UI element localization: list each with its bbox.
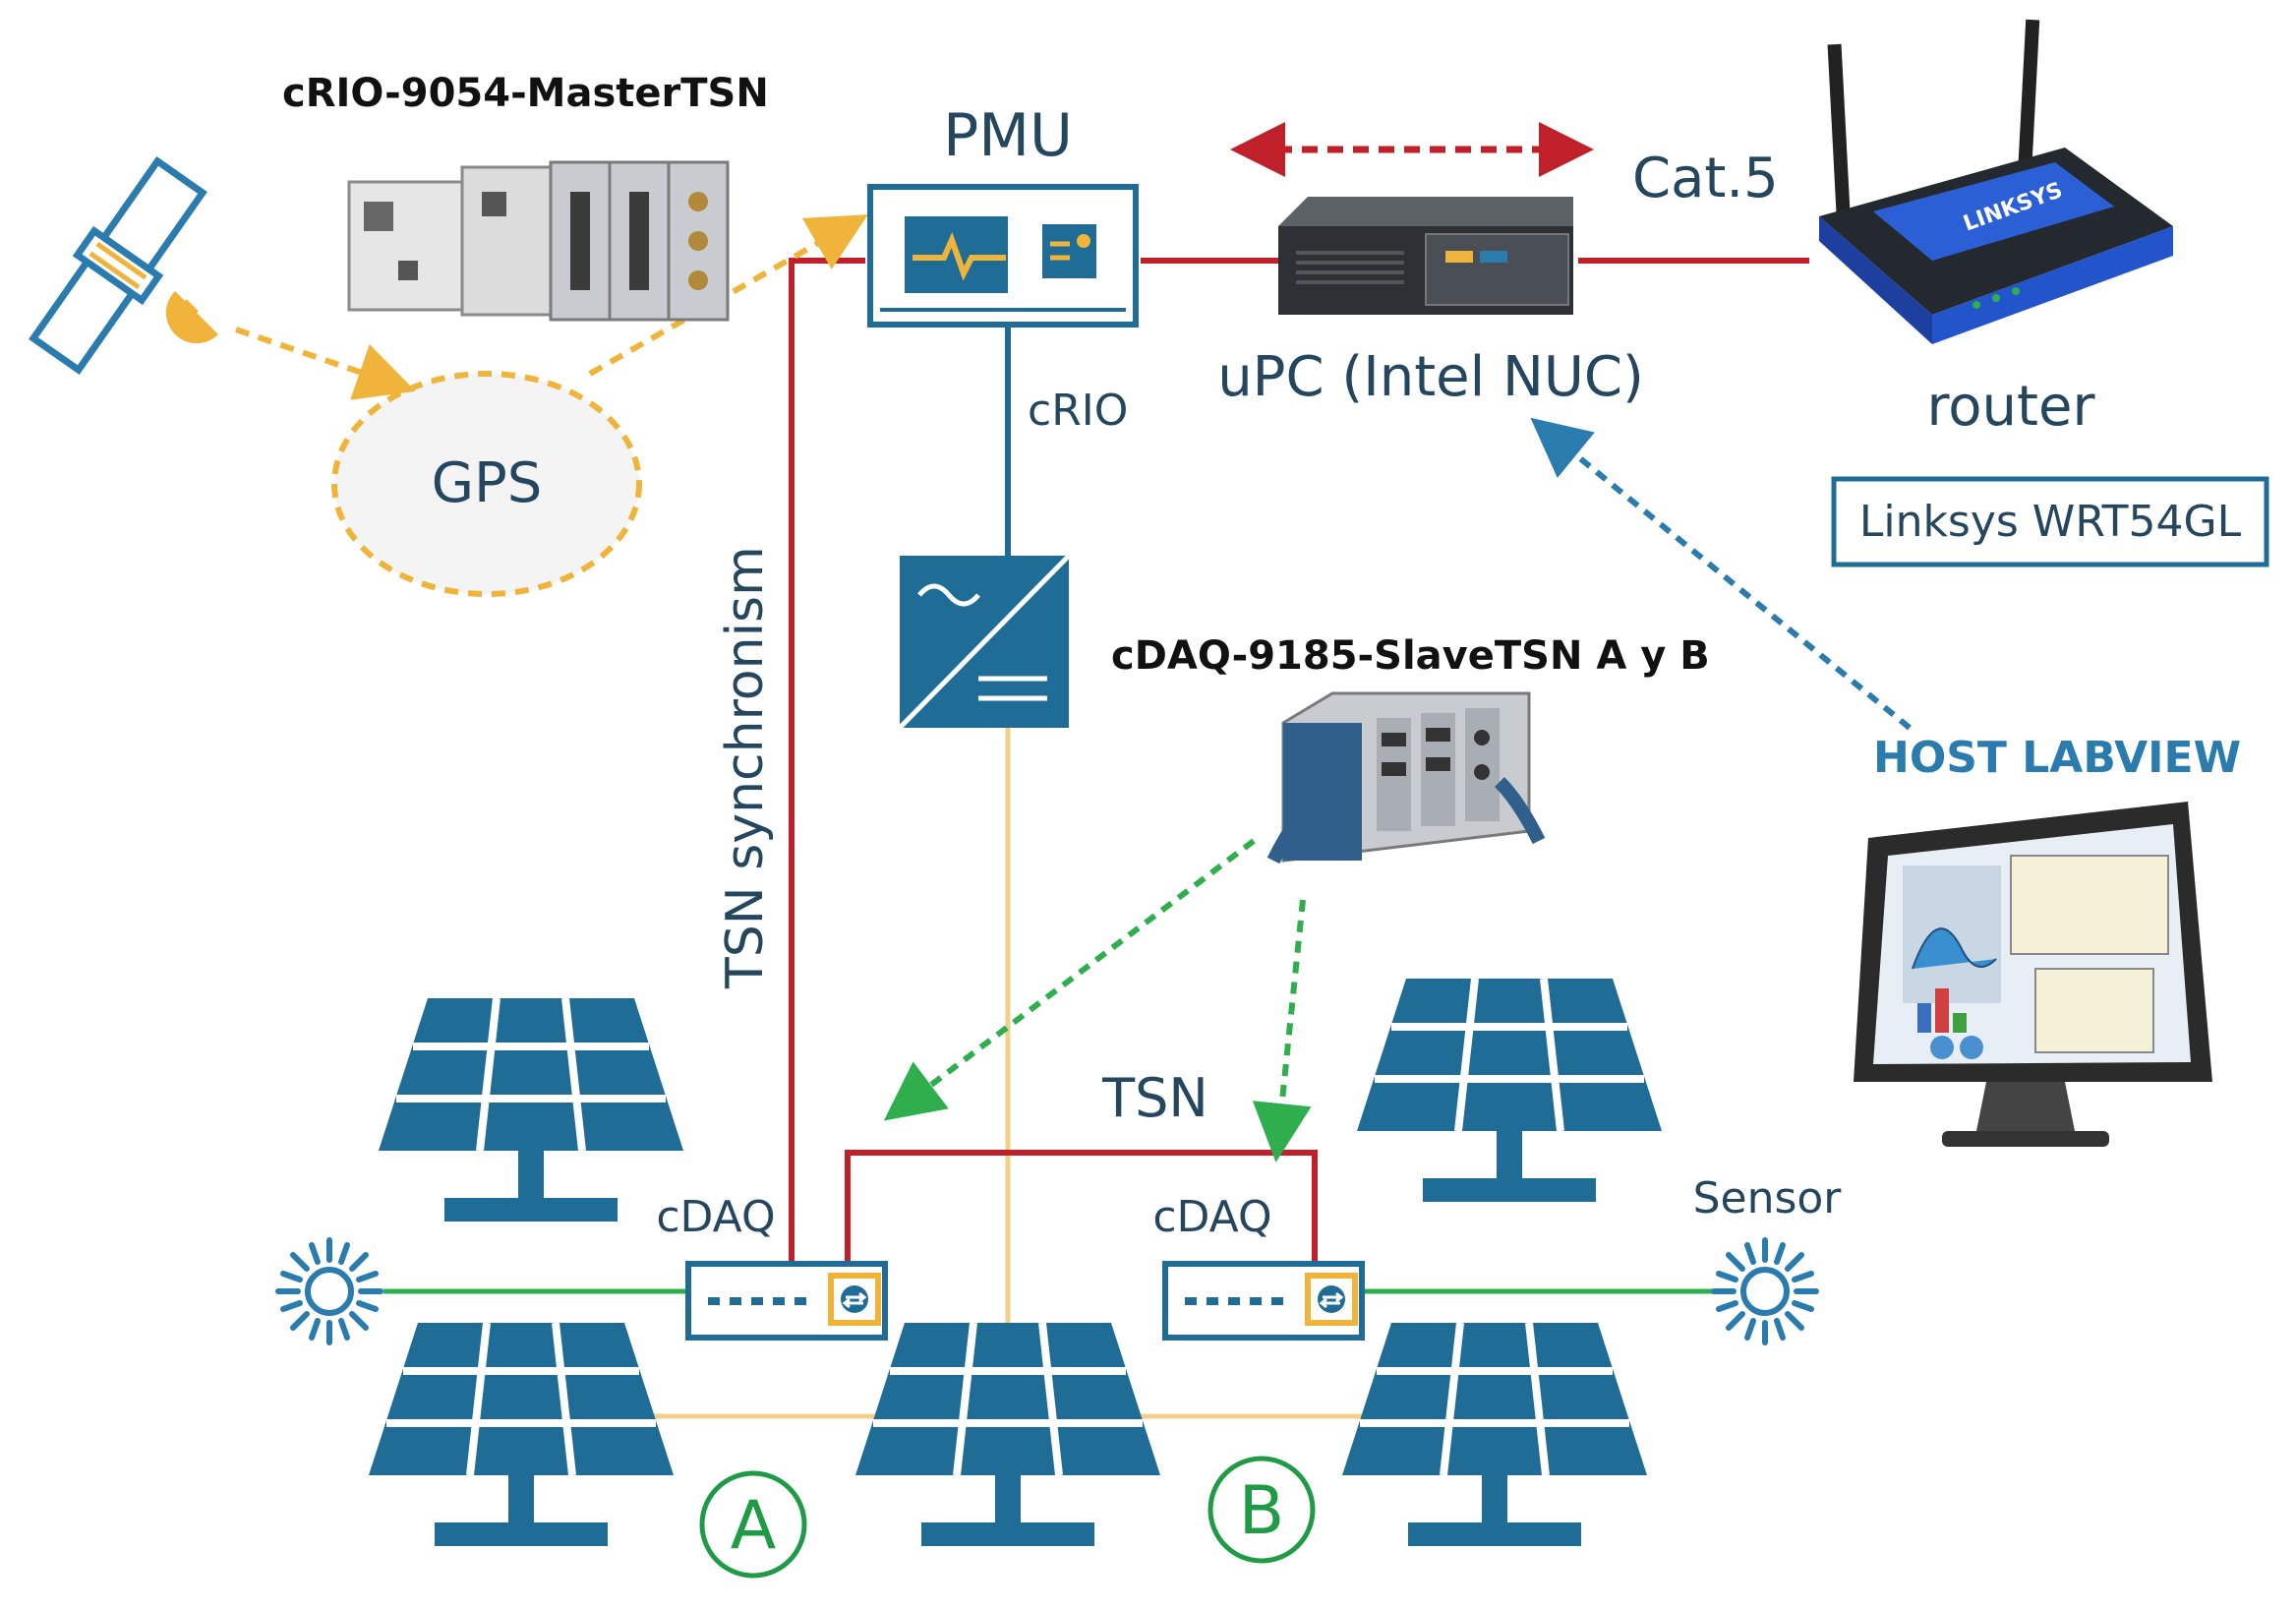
cdaq-slave-label: cDAQ-9185-SlaveTSN A y B: [1111, 633, 1710, 679]
gps-cloud: [331, 371, 642, 597]
sun-sensor-icon: [278, 1240, 381, 1342]
solar-panel-icon: [379, 998, 683, 1222]
tsn-synchronism-label: TSN synchronism: [716, 546, 775, 989]
inverter-icon: [898, 554, 1071, 730]
pmu-label: PMU: [943, 101, 1073, 170]
group-b-label: B: [1239, 1472, 1285, 1550]
crio-master-device: [347, 160, 730, 322]
upc-label: uPC (Intel NUC): [1217, 345, 1644, 409]
solar-panel-icon: [855, 1323, 1160, 1546]
host-arrow: [1530, 417, 1912, 731]
crio-master-label: cRIO-9054-MasterTSN: [282, 71, 769, 116]
solar-panel-icon: [1357, 979, 1662, 1202]
crio-label: cRIO: [1028, 386, 1128, 436]
solar-panel-icon: [369, 1323, 674, 1546]
tsn-label: TSN: [1101, 1067, 1208, 1129]
nuc-icon: [1278, 197, 1573, 315]
gps-label: GPS: [432, 451, 543, 515]
monitor-icon: [1854, 802, 2212, 1147]
router-icon: LINKSYS: [1819, 19, 2173, 344]
slave-arrow-a: [883, 838, 1256, 1121]
cdaq-left-label: cDAQ: [656, 1192, 775, 1242]
cdaq-module-a: [688, 1264, 885, 1338]
group-b-marker: B: [1207, 1456, 1316, 1564]
sensor-label: Sensor: [1693, 1173, 1843, 1223]
router-label: router: [1927, 375, 2096, 439]
dish-icon: [165, 291, 218, 344]
gps-signal-sat: [235, 327, 416, 400]
group-a-label: A: [731, 1487, 777, 1565]
pmu-device: [867, 184, 1139, 328]
host-labview-label: HOST LABVIEW: [1873, 733, 2241, 783]
solar-panel-icon: [1342, 1323, 1647, 1546]
group-a-marker: A: [699, 1470, 807, 1579]
cdaq-module-b: [1165, 1264, 1362, 1338]
router-model-label: Linksys WRT54GL: [1859, 497, 2242, 547]
satellite-icon: [29, 155, 207, 376]
router-model-box: [1831, 476, 2269, 567]
sun-sensor-icon: [1714, 1240, 1816, 1342]
pmu-panel-icon: [1042, 224, 1096, 278]
cdaq-right-label: cDAQ: [1152, 1192, 1271, 1242]
cat5-label: Cat.5: [1632, 147, 1779, 210]
cdaq-slave-device: [1266, 691, 1546, 865]
tsn-synchronism-line: [789, 258, 865, 1264]
slave-arrow-b: [1252, 899, 1312, 1163]
tsn-line: [845, 1150, 1318, 1264]
